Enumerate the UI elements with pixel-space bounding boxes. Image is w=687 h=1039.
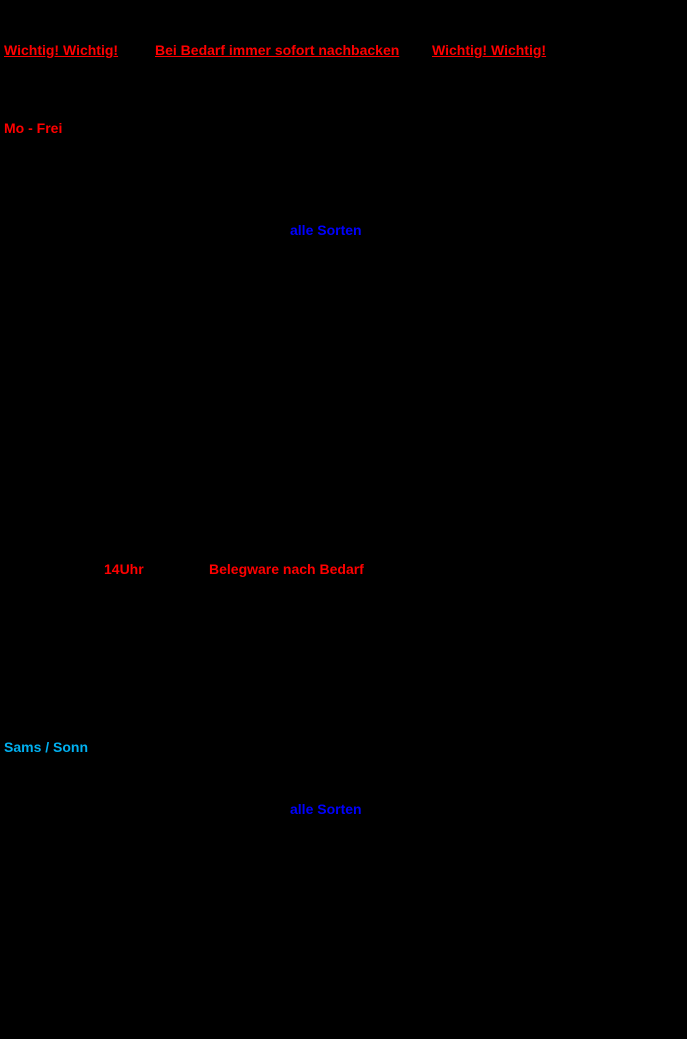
weekend-all-sorts-note: alle Sorten [290, 801, 362, 817]
warning-instruction: Bei Bedarf immer sofort nachbacken [155, 42, 400, 58]
afternoon-note: Belegware nach Bedarf [209, 561, 364, 577]
warning-label-left: Wichtig! Wichtig! [4, 42, 119, 58]
weekday-all-sorts-note: alle Sorten [290, 222, 362, 238]
weekend-section-label: Sams / Sonn [4, 739, 89, 755]
afternoon-time-label: 14Uhr [104, 561, 144, 577]
weekday-section-label: Mo - Frei [4, 120, 63, 136]
warning-label-right: Wichtig! Wichtig! [432, 42, 547, 58]
